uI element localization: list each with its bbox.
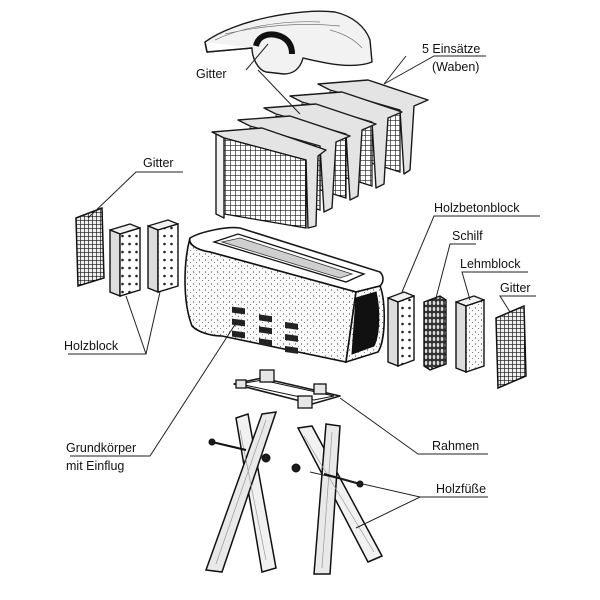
support-frame <box>233 369 341 409</box>
label-wood-block: Holzblock <box>64 339 119 353</box>
wooden-legs <box>204 411 384 575</box>
label-main-body: Grundkörper <box>66 441 136 455</box>
label-reed: Schilf <box>452 229 483 243</box>
label-inserts: 5 Einsätze <box>422 42 480 56</box>
label-legs: Holzfüße <box>436 482 486 496</box>
label-grid-left: Gitter <box>143 156 174 170</box>
reed-block <box>423 295 447 371</box>
labels: 5 Einsätze (Waben) Gitter Gitter Holzbet… <box>64 42 531 496</box>
clay-block <box>455 295 485 374</box>
honeycomb-inserts <box>211 79 429 229</box>
label-clay-block: Lehmblock <box>460 257 521 271</box>
roof-lid <box>204 10 373 75</box>
wood-block-left <box>109 223 141 298</box>
label-inserts-sub: (Waben) <box>432 60 479 74</box>
label-grid-right: Gitter <box>500 281 531 295</box>
label-main-body-sub: mit Einflug <box>66 459 124 473</box>
label-frame: Rahmen <box>432 439 479 453</box>
main-body <box>184 226 386 364</box>
entrance-slots <box>232 306 298 354</box>
leader-lines <box>68 43 540 529</box>
label-grid-top: Gitter <box>196 67 227 81</box>
insert-frame-1 <box>211 127 327 229</box>
label-wood-concrete-block: Holzbetonblock <box>434 201 520 215</box>
grid-left <box>75 206 105 288</box>
wood-concrete-block <box>387 291 415 368</box>
grid-right <box>495 304 527 390</box>
wood-block-right <box>147 219 179 294</box>
